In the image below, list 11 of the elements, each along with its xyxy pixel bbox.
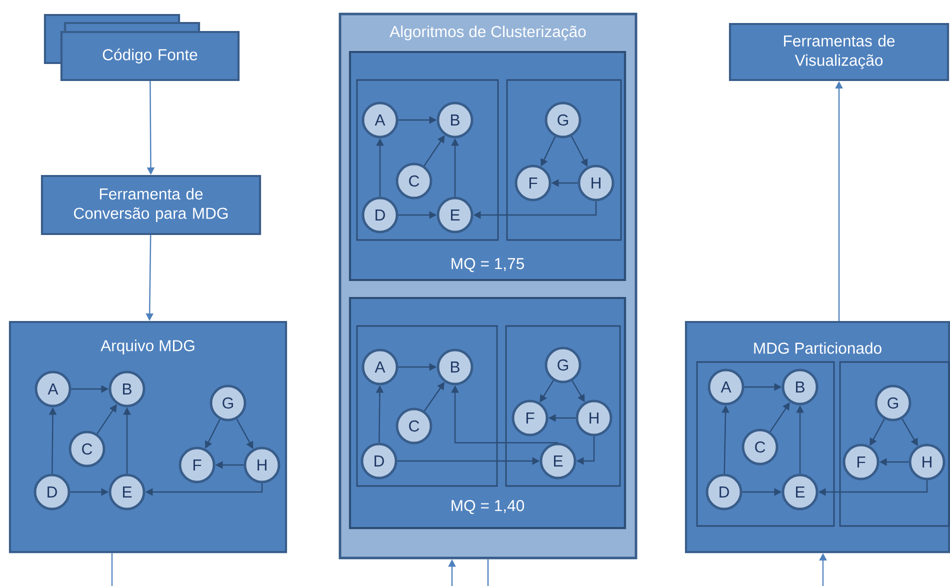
stacked-document-box: Código Fonte: [44, 14, 240, 82]
line: [487, 559, 489, 586]
line: [111, 553, 113, 586]
cluster-box: [356, 325, 498, 487]
cluster-box: [356, 79, 499, 241]
cluster-box: [506, 79, 622, 241]
process-box: Ferramenta de Conversão para MDG: [40, 174, 262, 236]
cluster-box: [505, 325, 621, 487]
process-box: Ferramentas de Visualização: [728, 22, 950, 82]
cluster-box: [696, 361, 835, 527]
cluster-box: [839, 361, 950, 527]
